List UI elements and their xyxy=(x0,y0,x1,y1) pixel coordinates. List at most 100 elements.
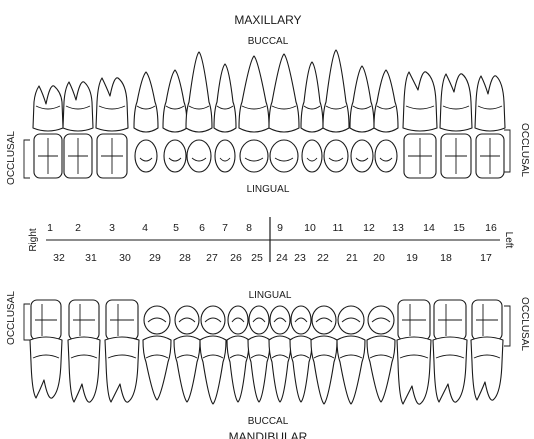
mandibular-tooth xyxy=(397,300,431,404)
maxillary-teeth xyxy=(33,50,505,178)
mandibular-tooth-numbers: 32313029282726252423222120191817 xyxy=(53,252,492,264)
mandibular-tooth-number: 31 xyxy=(85,252,97,264)
mandibular-tooth-number: 18 xyxy=(440,252,452,264)
buccal-top-label: BUCCAL xyxy=(248,36,289,47)
maxillary-tooth xyxy=(214,64,236,172)
mandibular-tooth xyxy=(248,306,270,402)
bracket-top-right xyxy=(504,130,510,172)
maxillary-tooth xyxy=(403,72,437,178)
left-label: Left xyxy=(503,232,514,249)
mandibular-tooth-number: 28 xyxy=(179,252,191,264)
mandibular-teeth xyxy=(30,300,503,404)
maxillary-tooth-outline xyxy=(269,54,299,132)
mandibular-tooth-outline xyxy=(174,336,200,402)
maxillary-tooth-outline xyxy=(350,66,374,132)
occlusal-surface xyxy=(368,306,394,334)
mandibular-tooth-number: 32 xyxy=(53,252,65,264)
mandibular-tooth xyxy=(143,306,171,400)
maxillary-tooth xyxy=(301,62,323,172)
maxillary-title: MAXILLARY xyxy=(234,13,301,27)
maxillary-tooth-number: 7 xyxy=(222,222,228,234)
occlusal-surface xyxy=(187,140,211,172)
mandibular-tooth-outline xyxy=(433,337,467,402)
maxillary-tooth-outline xyxy=(403,72,437,131)
maxillary-tooth-outline xyxy=(186,52,212,132)
occlusal-surface xyxy=(338,306,364,334)
mandibular-tooth xyxy=(311,306,337,404)
maxillary-tooth-outline xyxy=(163,70,187,132)
maxillary-tooth-number: 9 xyxy=(277,222,283,234)
bracket-bottom-left xyxy=(24,304,30,340)
mandibular-tooth-outline xyxy=(269,336,291,402)
mandibular-tooth-outline xyxy=(290,336,312,402)
lingual-bottom-label: LINGUAL xyxy=(249,290,292,301)
maxillary-tooth xyxy=(239,56,269,172)
occlusal-surface xyxy=(351,140,373,172)
maxillary-tooth xyxy=(163,70,187,172)
maxillary-tooth-number: 14 xyxy=(423,222,435,234)
mandibular-tooth xyxy=(30,300,62,398)
mandibular-tooth-number: 25 xyxy=(251,252,263,264)
bracket-top-left xyxy=(24,140,30,178)
occlusal-surface xyxy=(135,140,157,172)
maxillary-tooth-outline xyxy=(96,78,128,131)
maxillary-tooth-number: 10 xyxy=(304,222,316,234)
bracket-bottom-right xyxy=(504,306,510,346)
mandibular-tooth-outline xyxy=(311,336,337,404)
occlusal-surface xyxy=(291,306,311,334)
maxillary-tooth-number: 13 xyxy=(392,222,404,234)
mandibular-tooth xyxy=(105,300,139,402)
occlusal-surface xyxy=(201,306,225,334)
maxillary-tooth-number: 12 xyxy=(363,222,375,234)
occlusal-label-top-left: OCCLUSAL xyxy=(6,131,17,185)
maxillary-tooth-outline xyxy=(33,86,63,131)
mandibular-tooth-outline xyxy=(471,337,503,400)
maxillary-tooth-number: 15 xyxy=(453,222,465,234)
maxillary-tooth-outline xyxy=(374,70,398,132)
mandibular-tooth-number: 20 xyxy=(373,252,385,264)
mandibular-tooth-number: 17 xyxy=(480,252,492,264)
maxillary-tooth-outline xyxy=(214,64,236,132)
maxillary-tooth xyxy=(96,78,128,178)
occlusal-surface xyxy=(270,140,298,172)
mandibular-tooth xyxy=(433,300,467,402)
maxillary-tooth-numbers: 12345678910111213141516 xyxy=(47,222,497,234)
mandibular-tooth xyxy=(367,306,395,402)
maxillary-tooth xyxy=(475,76,505,178)
mandibular-tooth-outline xyxy=(337,336,365,404)
maxillary-tooth xyxy=(440,74,472,178)
mandibular-tooth-number: 21 xyxy=(346,252,358,264)
occlusal-surface xyxy=(175,306,199,334)
occlusal-surface xyxy=(324,140,348,172)
occlusal-surface xyxy=(312,306,336,334)
lingual-top-label: LINGUAL xyxy=(247,184,290,195)
mandibular-tooth xyxy=(68,300,100,402)
mandibular-tooth-number: 27 xyxy=(206,252,218,264)
occlusal-surface xyxy=(302,140,322,172)
maxillary-tooth xyxy=(350,66,374,172)
mandibular-tooth-number: 22 xyxy=(317,252,329,264)
maxillary-tooth xyxy=(323,50,349,172)
maxillary-tooth-outline xyxy=(440,74,472,131)
mandibular-tooth-outline xyxy=(30,337,62,398)
maxillary-tooth xyxy=(33,86,63,178)
mandibular-tooth-number: 24 xyxy=(276,252,288,264)
maxillary-tooth xyxy=(374,70,398,172)
maxillary-tooth-number: 3 xyxy=(109,222,115,234)
maxillary-tooth-outline xyxy=(475,76,505,131)
mandibular-tooth-outline xyxy=(143,336,171,400)
occlusal-surface xyxy=(164,140,186,172)
mandibular-tooth xyxy=(227,306,249,402)
mandibular-tooth-number: 29 xyxy=(149,252,161,264)
maxillary-tooth-number: 5 xyxy=(173,222,179,234)
maxillary-tooth-outline xyxy=(239,56,269,132)
occlusal-surface xyxy=(249,306,269,334)
mandibular-tooth-outline xyxy=(227,336,249,402)
mandibular-tooth-outline xyxy=(367,336,395,402)
mandibular-tooth-outline xyxy=(68,337,100,402)
mandibular-tooth-outline xyxy=(105,337,139,402)
occlusal-label-bottom-right: OCCLUSAL xyxy=(519,297,530,351)
maxillary-tooth xyxy=(134,72,158,172)
occlusal-surface xyxy=(144,306,170,334)
